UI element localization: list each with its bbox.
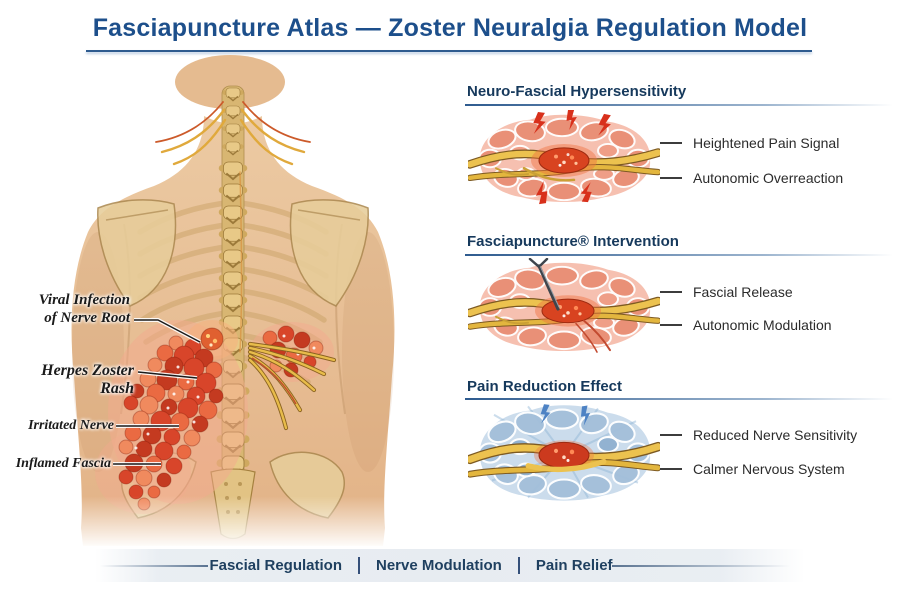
panel2-title: Fasciapuncture® Intervention	[467, 233, 679, 250]
leader-dash	[660, 434, 682, 436]
footer-separator	[517, 557, 520, 574]
caption-heightened-pain-signal: Heightened Pain Signal	[660, 134, 839, 152]
posterior-torso-illustration	[28, 55, 460, 548]
referred-streaks	[575, 319, 611, 353]
footer-separator	[358, 557, 360, 574]
intervention-illustration	[468, 258, 660, 353]
calm-bolt-icons	[540, 404, 591, 426]
scapula-right	[289, 199, 369, 307]
inflamed-nodule	[538, 147, 590, 174]
fascia-lobules	[478, 117, 650, 202]
panel3-divider	[465, 398, 893, 400]
leader-dash	[660, 142, 682, 144]
label-viral-infection: Viral Infection of Nerve Root	[38, 292, 130, 326]
intercostal-nerve-branches	[250, 344, 334, 428]
scapula-left	[97, 199, 177, 307]
herpes-zoster-rash	[95, 320, 334, 514]
cervical-nerves	[155, 101, 311, 353]
leader-dash	[660, 291, 682, 293]
nodule-speckles	[554, 153, 578, 167]
panel1-title: Neuro-Fascial Hypersensitivity	[467, 83, 687, 100]
caption-fascial-release: Fascial Release	[660, 283, 793, 301]
calm-fascicles	[491, 405, 639, 499]
pain-bolt-icons	[533, 110, 611, 205]
footer-rule-right	[612, 565, 790, 567]
page-title: Fasciapuncture Atlas — Zoster Neuralgia …	[92, 14, 808, 42]
panel3-title: Pain Reduction Effect	[467, 378, 623, 395]
leader-dash	[660, 468, 682, 470]
panel1-divider	[465, 104, 893, 106]
label-irritated-nerve: Irritated Nerve	[28, 418, 114, 433]
label-herpes-zoster-rash: Herpes Zoster Rash	[41, 362, 134, 397]
leader-dash	[660, 324, 682, 326]
acupuncture-needle	[528, 258, 560, 311]
calmed-nodule	[538, 441, 590, 469]
footer-item-pain-relief: Pain Relief	[535, 557, 613, 574]
inflamed-nodule	[541, 298, 595, 324]
hypersensitivity-illustration	[468, 110, 660, 205]
footer-item-nerve-modulation: Nerve Modulation	[376, 557, 502, 574]
footer-item-fascial-regulation: Fascial Regulation	[209, 557, 342, 574]
leader-dash	[660, 177, 682, 179]
nodule-speckles	[554, 448, 575, 463]
leader-lines	[113, 318, 201, 466]
caption-calmer-nervous-system: Calmer Nervous System	[660, 460, 845, 478]
caption-autonomic-modulation: Autonomic Modulation	[660, 316, 832, 334]
pain-reduction-illustration	[468, 404, 660, 501]
footer-rule-left	[100, 565, 208, 567]
label-inflamed-fascia: Inflamed Fascia	[15, 456, 111, 471]
caption-autonomic-overreaction: Autonomic Overreaction	[660, 169, 843, 187]
panel2-divider	[465, 254, 893, 256]
title-divider	[86, 50, 812, 52]
footer-keywords: Fascial Regulation Nerve Modulation Pain…	[209, 557, 613, 574]
caption-reduced-nerve-sensitivity: Reduced Nerve Sensitivity	[660, 426, 857, 444]
